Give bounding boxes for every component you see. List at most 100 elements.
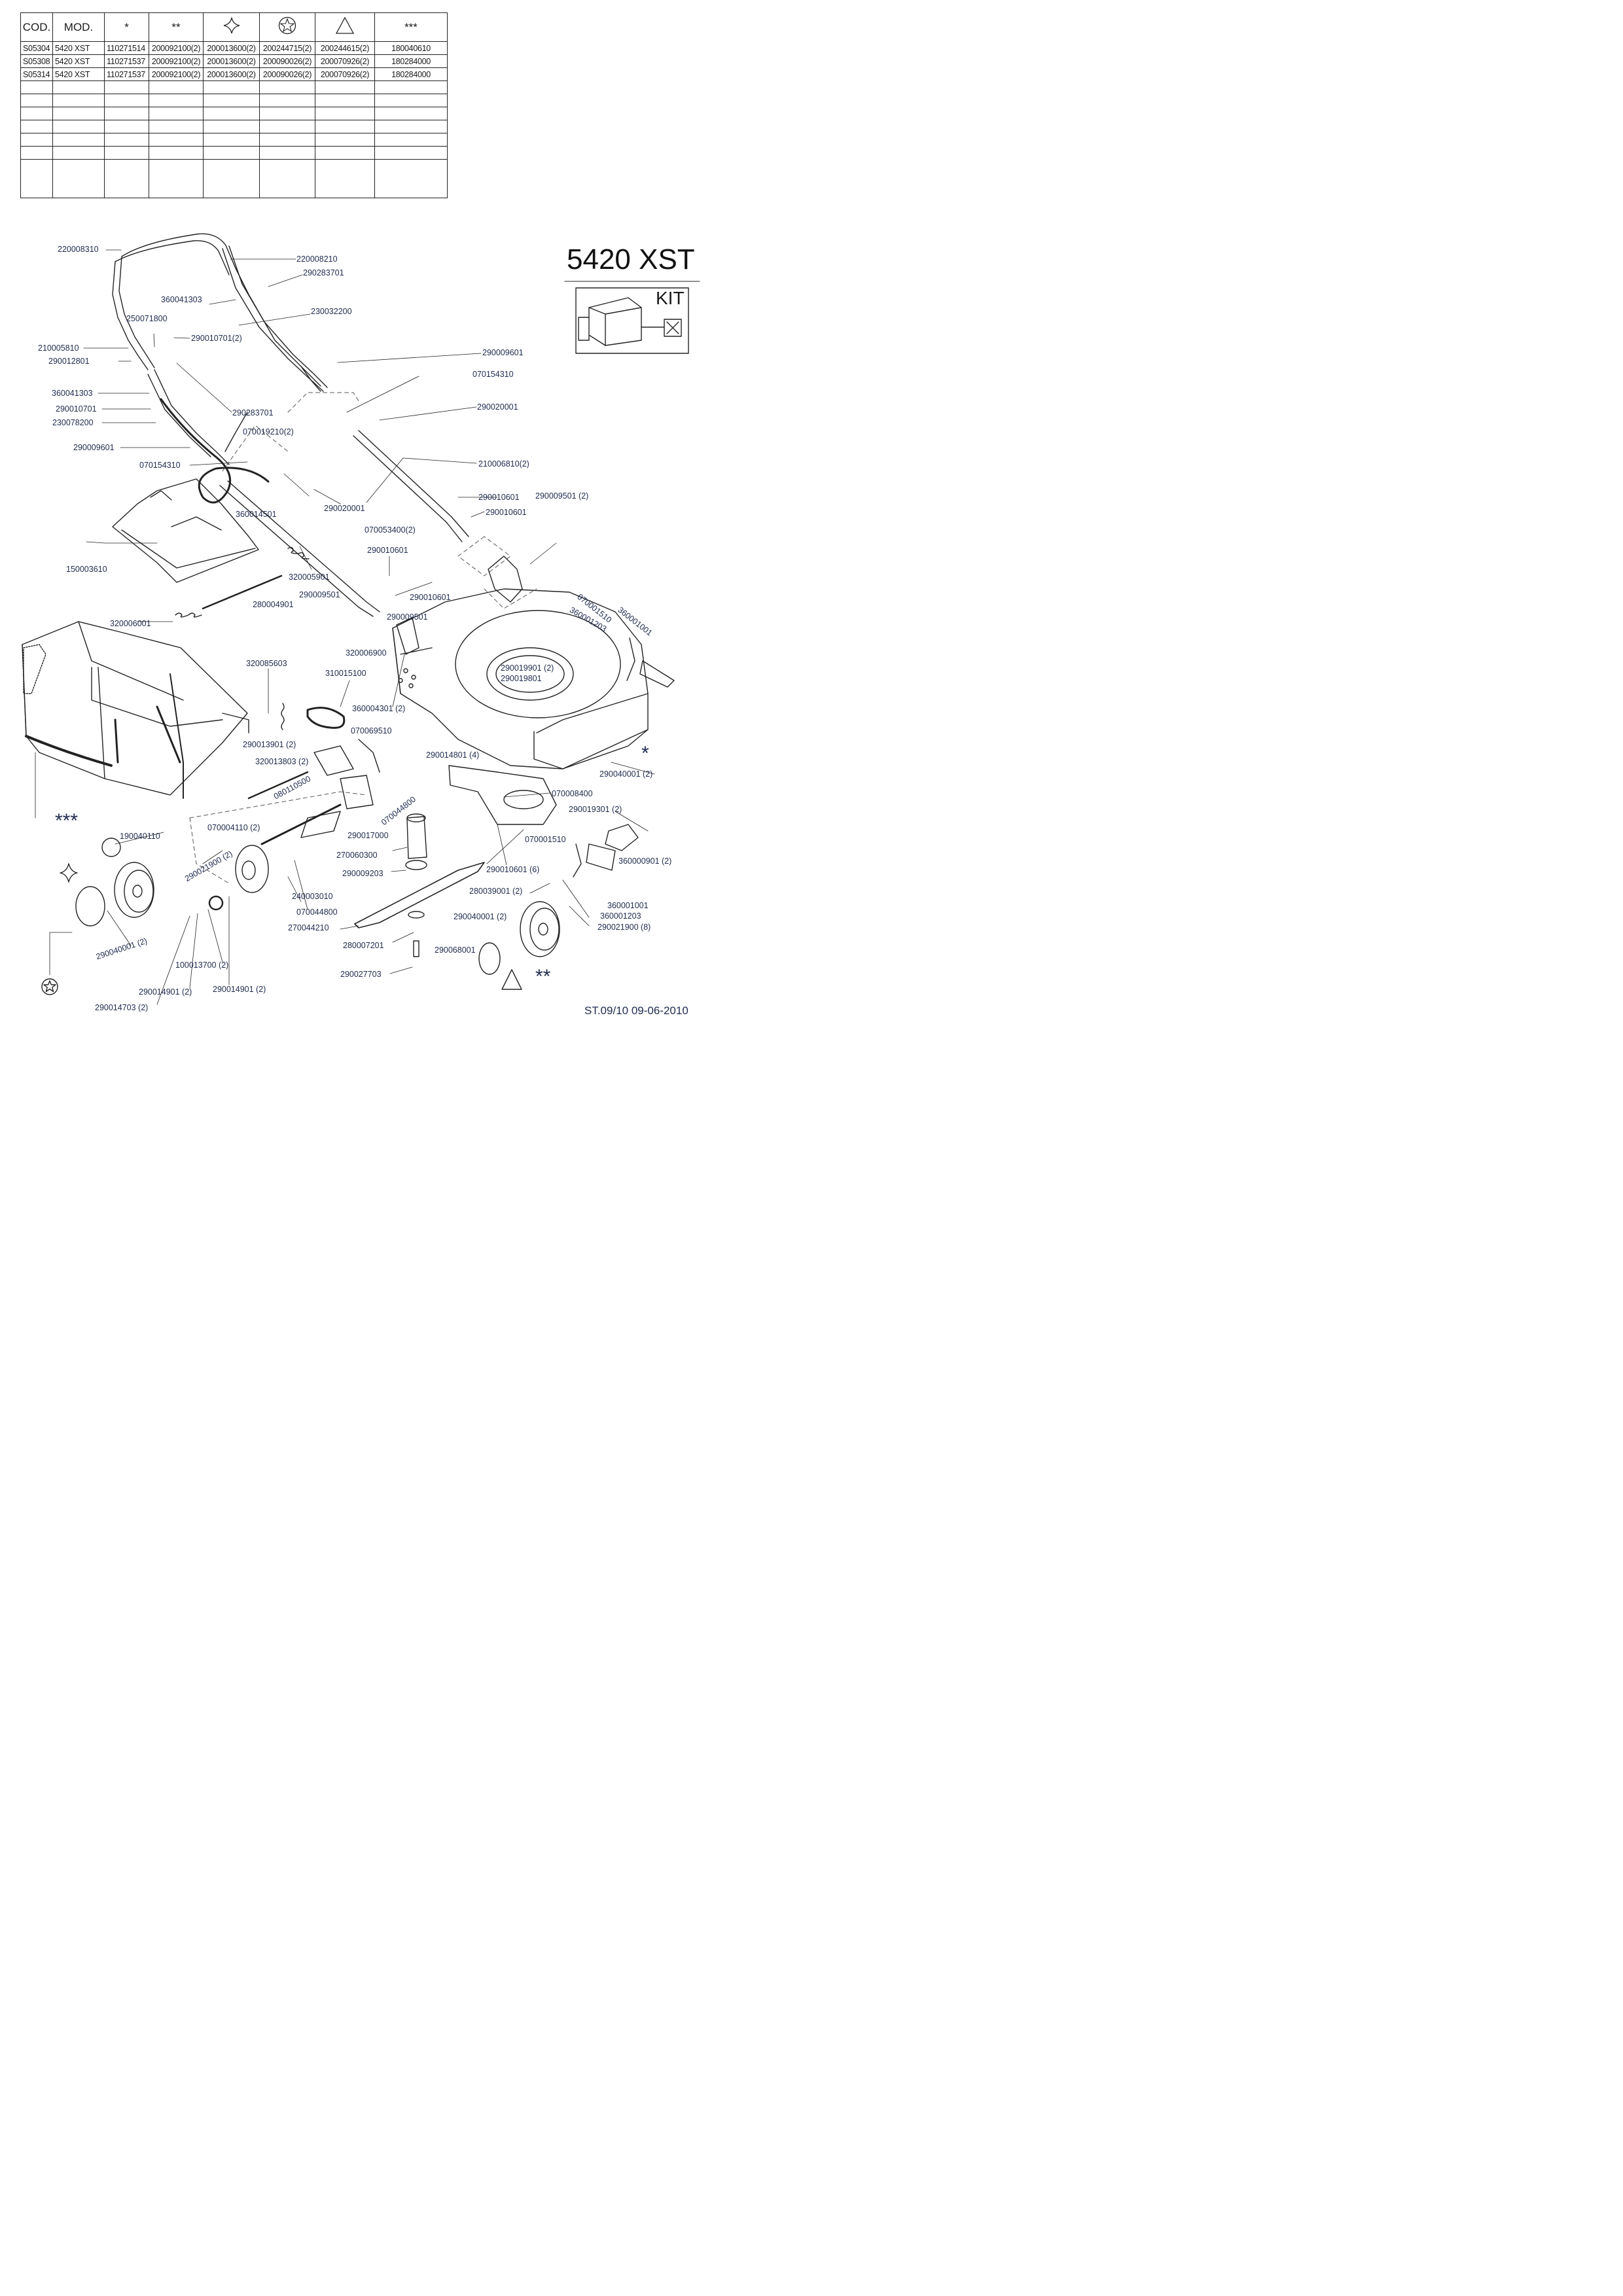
table-row-empty — [20, 146, 448, 160]
lower-handle — [147, 369, 469, 617]
part-label: 290010701(2) — [191, 334, 242, 343]
four-point-star-icon — [223, 17, 240, 34]
assembly-guides — [189, 392, 537, 884]
model-title: 5420 XST — [567, 243, 695, 275]
footer-revision: ST.09/10 09-06-2010 — [584, 1004, 688, 1017]
part-label: 360041303 — [161, 295, 202, 304]
spring-release — [281, 703, 285, 730]
part-label: 220008310 — [58, 245, 99, 254]
part-label: 290014901 (2) — [139, 987, 192, 997]
marker-triple-asterisk: *** — [55, 810, 79, 832]
grass-bag — [22, 621, 249, 799]
upper-handle — [112, 233, 328, 392]
main-cable — [224, 412, 248, 452]
exploded-parts-drawing — [22, 233, 700, 1005]
kit-label: KIT — [656, 288, 685, 308]
wheel-hubcap-left — [75, 886, 105, 927]
blade-adapter — [406, 816, 427, 859]
height-adjust-lever-right — [626, 637, 635, 681]
table-cell-empty — [203, 159, 260, 198]
part-label: 290027703 — [340, 970, 382, 979]
part-label: 290009501 — [299, 590, 340, 599]
part-label: 360001203 — [600, 911, 641, 921]
marker-double-asterisk: ** — [535, 966, 551, 987]
pinion-gear — [208, 895, 224, 911]
col-header-four-point-star — [203, 12, 260, 42]
table-cell: 200092100(2) — [149, 67, 204, 81]
height-plate-right — [639, 660, 675, 688]
throttle-cable — [160, 398, 270, 504]
table-cell-empty — [149, 159, 204, 198]
part-label: 290283701 — [303, 268, 344, 277]
part-label: 230078200 — [52, 418, 94, 427]
grass-deflector — [112, 478, 259, 583]
drive-belt — [306, 707, 346, 729]
wheel-hubcap-right — [478, 942, 501, 975]
table-row-empty — [20, 107, 448, 120]
table-cell: 180284000 — [374, 54, 448, 68]
marker-single-asterisk: * — [641, 743, 649, 764]
part-label: 320085603 — [246, 659, 287, 668]
table-row-empty — [20, 159, 448, 198]
part-label: 290040001 (2) — [454, 912, 507, 921]
part-label: 320005901 — [289, 573, 330, 582]
part-label: 280007201 — [343, 941, 384, 950]
part-label: 240003010 — [292, 892, 333, 901]
washer-spindle — [405, 860, 427, 870]
rear-wheel-right — [235, 845, 269, 893]
part-label: 190040110 — [120, 832, 160, 841]
part-label: 290019301 (2) — [569, 805, 622, 814]
part-label: 290017000 — [348, 831, 389, 840]
part-label: 310015100 — [325, 669, 366, 678]
rear-shaft-rod — [202, 574, 283, 610]
part-label: 270044210 — [288, 923, 329, 932]
part-label: 070004110 (2) — [207, 823, 260, 832]
col-header-triangle — [315, 12, 375, 42]
drive-axle — [247, 771, 309, 800]
blade-guard-hub — [503, 790, 544, 809]
part-label: 290021900 (8) — [597, 923, 651, 932]
wheel-hub-icon-left — [101, 838, 121, 857]
part-label: 150003610 — [66, 565, 107, 574]
table-row-empty — [20, 94, 448, 107]
part-label: 290010601 — [410, 593, 451, 602]
part-label: 290014901 (2) — [213, 985, 266, 994]
part-label: 360014501 — [236, 510, 277, 519]
part-label: 290010601 — [478, 493, 520, 502]
table-cell: 200090026(2) — [259, 67, 315, 81]
part-label: 290283701 — [232, 408, 274, 417]
col-header-cod: COD. — [20, 12, 53, 42]
part-label: 270060300 — [336, 851, 378, 860]
table-cell: 5420 XST — [52, 67, 105, 81]
table-cell-empty — [259, 159, 315, 198]
cutting-blade — [354, 862, 485, 928]
circled-star-icon — [41, 978, 58, 995]
col-header-mod: MOD. — [52, 12, 105, 42]
part-label: 290009203 — [342, 869, 383, 878]
part-label: 210006810(2) — [478, 459, 529, 468]
part-label: 070001510 — [525, 835, 566, 844]
part-label: 290013901 (2) — [243, 740, 296, 749]
table-header-row: COD. MOD. * ** *** — [20, 12, 448, 42]
part-label: 070154310 — [139, 461, 181, 470]
spring-center — [287, 546, 310, 559]
belt-pulley-arm — [300, 811, 341, 838]
leader-lines — [35, 249, 655, 1005]
handle-bracket-left — [396, 617, 419, 655]
table-cell: 5420 XST — [52, 41, 105, 55]
part-label: 290010601 — [367, 546, 408, 555]
triangle-icon — [501, 969, 522, 990]
gearbox — [313, 745, 354, 776]
blade-adapter-top — [406, 813, 426, 822]
part-label: 290009501 (2) — [535, 491, 589, 501]
part-label: 070154310 — [473, 370, 514, 379]
part-label: 290009601 — [482, 348, 524, 357]
kit-close-icon — [664, 319, 682, 337]
table-cell: 180040610 — [374, 41, 448, 55]
circled-star-icon — [278, 16, 296, 35]
part-label: 290014703 (2) — [95, 1003, 149, 1012]
part-label: 070069510 — [351, 726, 392, 735]
